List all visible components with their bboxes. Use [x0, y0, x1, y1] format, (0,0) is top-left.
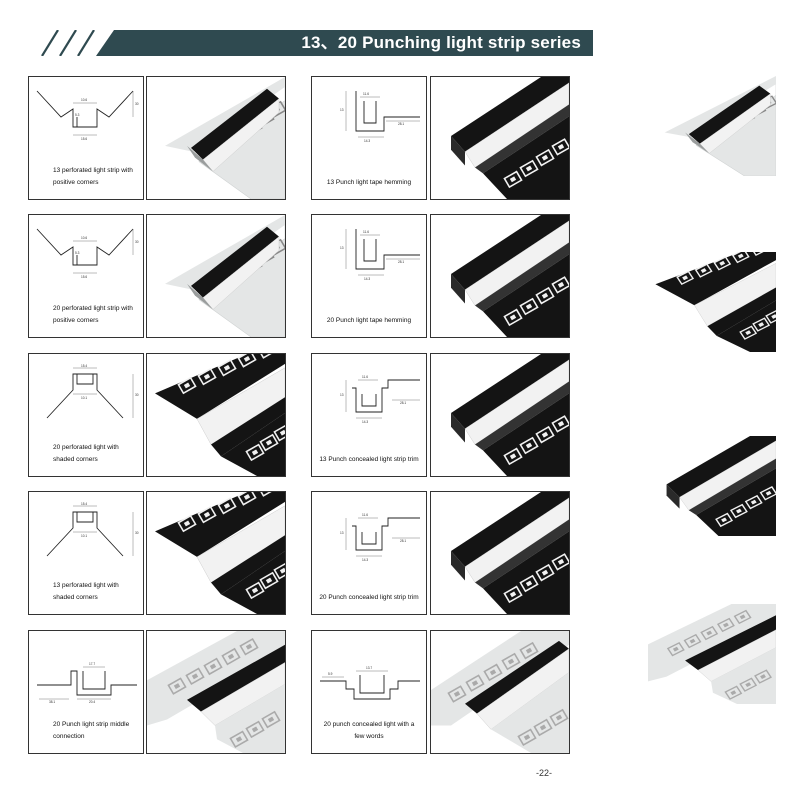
profile-cross-section-diagram: 13.7 5.9 [320, 666, 420, 700]
svg-text:14.3: 14.3 [364, 277, 370, 281]
product-photo-box [146, 630, 286, 754]
product-photo-box [430, 214, 570, 338]
profile-diagram-box: 10.6 15.6 30 5.3 13 perforated light str… [28, 76, 144, 200]
product-photo [155, 492, 285, 614]
side-product-photo [666, 436, 776, 536]
decorative-slashes [41, 30, 95, 56]
title-banner: 13、20 Punching light strip series [96, 30, 593, 56]
svg-text:28.1: 28.1 [398, 122, 404, 126]
product-photo-box [146, 353, 286, 477]
profile-cross-section-diagram: 15.4 10.1 30 [46, 364, 139, 419]
profile-diagram-box: 13.7 5.9 20 punch concealed light with a… [311, 630, 427, 754]
profile-diagram-box: 10.6 15.6 30 5.3 20 perforated light str… [28, 214, 144, 338]
product-photo [165, 215, 285, 337]
product-photo [451, 492, 569, 614]
profile-cross-section-diagram: 11.6 14.3 28.1 13 [340, 513, 420, 562]
svg-text:13: 13 [340, 531, 344, 535]
svg-text:5.3: 5.3 [75, 251, 80, 255]
side-product-photo [655, 252, 776, 352]
svg-text:11.6: 11.6 [362, 375, 368, 379]
svg-text:30: 30 [135, 393, 139, 397]
product-caption: 20 punch concealed light with a few word… [323, 721, 415, 740]
svg-text:11.6: 11.6 [363, 230, 369, 234]
svg-text:15.4: 15.4 [81, 364, 87, 368]
svg-text:10.1: 10.1 [81, 534, 87, 538]
svg-text:30: 30 [135, 102, 139, 106]
profile-cross-section-diagram: 11.6 14.3 28.1 13 [340, 229, 420, 281]
svg-text:15.6: 15.6 [81, 137, 87, 141]
svg-text:14.3: 14.3 [362, 420, 368, 424]
product-caption: 20 perforated light with shaded corners [53, 444, 119, 463]
svg-text:10.1: 10.1 [81, 396, 87, 400]
product-caption: 13 perforated light with shaded corners [53, 582, 119, 601]
profile-diagram-box: 11.6 14.3 28.1 13 20 Punch light tape he… [311, 214, 427, 338]
svg-text:10.6: 10.6 [81, 98, 87, 102]
product-photo-box [430, 76, 570, 200]
profile-diagram-box: 11.6 14.3 28.1 13 20 Punch concealed lig… [311, 491, 427, 615]
side-product-photo [664, 76, 776, 176]
profile-cross-section-diagram: 15.4 10.1 30 [46, 502, 139, 557]
svg-text:15.6: 15.6 [81, 275, 87, 279]
product-caption: 20 Punch light tape hemming [326, 317, 412, 324]
svg-text:28.1: 28.1 [400, 539, 406, 543]
profile-diagram-box: 11.6 14.3 28.1 13 13 Punch concealed lig… [311, 353, 427, 477]
profile-diagram-box: 11.6 14.3 28.1 13 13 Punch light tape he… [311, 76, 427, 200]
product-photo [165, 77, 285, 199]
svg-text:5.9: 5.9 [328, 672, 333, 676]
product-caption: 20 Punch concealed light strip trim [319, 594, 419, 601]
page-number: -22- [536, 768, 553, 778]
svg-text:30: 30 [135, 531, 139, 535]
product-photo-box [430, 630, 570, 754]
svg-text:5.3: 5.3 [75, 113, 80, 117]
side-product-photo [648, 604, 776, 704]
profile-cross-section-diagram: 17.7 38.1 20.4 [37, 662, 137, 704]
svg-text:10.6: 10.6 [81, 236, 87, 240]
svg-text:38.1: 38.1 [49, 700, 55, 704]
svg-text:13: 13 [340, 108, 344, 112]
product-photo [451, 215, 569, 337]
svg-text:30: 30 [135, 240, 139, 244]
product-caption: 13 Punch light tape hemming [326, 179, 412, 186]
product-photo [431, 631, 569, 753]
product-photo-box [146, 214, 286, 338]
profile-cross-section-diagram: 10.6 15.6 30 5.3 [36, 90, 139, 141]
page-title: 13、20 Punching light strip series [301, 33, 581, 52]
svg-text:28.1: 28.1 [398, 260, 404, 264]
svg-text:11.6: 11.6 [363, 92, 369, 96]
profile-diagram-box: 15.4 10.1 30 13 perforated light with sh… [28, 491, 144, 615]
svg-text:28.1: 28.1 [400, 401, 406, 405]
profile-cross-section-diagram: 11.6 14.3 28.1 13 [340, 91, 420, 143]
svg-text:11.6: 11.6 [362, 513, 368, 517]
product-photo [155, 354, 285, 476]
profile-diagram-box: 15.4 10.1 30 20 perforated light with sh… [28, 353, 144, 477]
svg-text:14.3: 14.3 [364, 139, 370, 143]
svg-text:13: 13 [340, 393, 344, 397]
product-photo-box [430, 491, 570, 615]
svg-text:20.4: 20.4 [89, 700, 95, 704]
product-caption: 13 Punch concealed light strip trim [319, 456, 419, 463]
product-photo [451, 77, 569, 199]
product-photo-box [146, 76, 286, 200]
profile-diagram-box: 17.7 38.1 20.4 20 Punch light strip midd… [28, 630, 144, 754]
product-caption: 20 perforated light strip with positive … [53, 305, 133, 324]
profile-cross-section-diagram: 10.6 15.6 30 5.3 [36, 228, 139, 279]
product-caption: 20 Punch light strip middle connection [53, 721, 130, 740]
product-photo-box [146, 491, 286, 615]
svg-text:14.3: 14.3 [362, 558, 368, 562]
product-photo [451, 354, 569, 476]
svg-text:13.7: 13.7 [366, 666, 372, 670]
profile-cross-section-diagram: 11.6 14.3 28.1 13 [340, 375, 420, 424]
product-caption: 13 perforated light strip with positive … [53, 167, 133, 186]
svg-text:13: 13 [340, 246, 344, 250]
product-photo-box [430, 353, 570, 477]
svg-text:15.4: 15.4 [81, 502, 87, 506]
product-photo [147, 631, 285, 753]
svg-text:17.7: 17.7 [89, 662, 95, 666]
